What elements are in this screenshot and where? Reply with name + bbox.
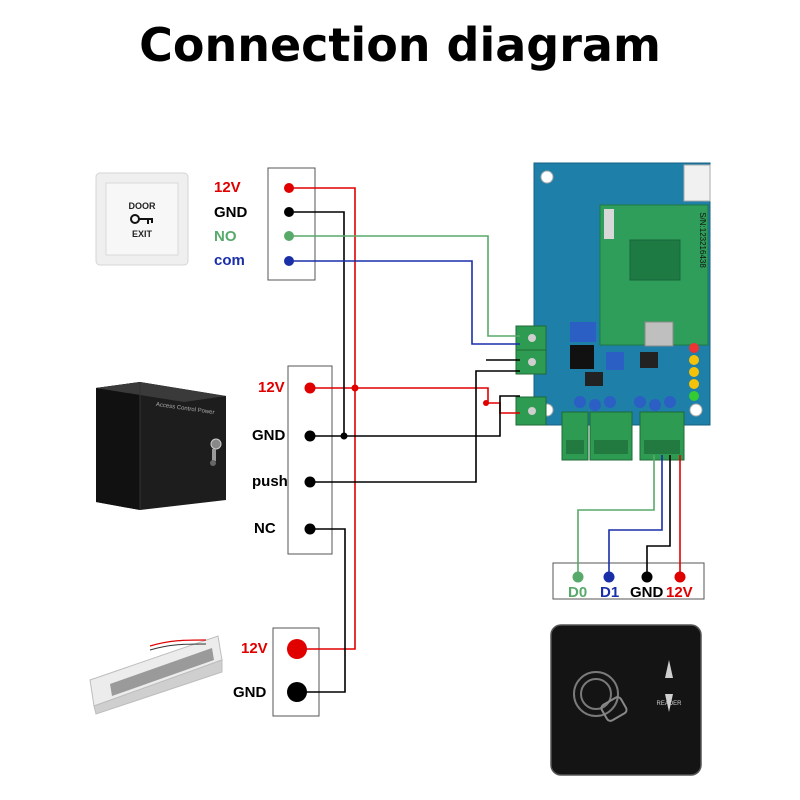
card-reader-device: READER (550, 624, 702, 776)
exit-button-device: DOOR EXIT (95, 172, 189, 266)
psu-terminal-nc-dot (304, 523, 316, 535)
power-supply-device: Access Control Power (96, 382, 226, 510)
magnetic-lock-device (89, 635, 223, 715)
exit-label-com: com (214, 252, 245, 269)
wire-green-no (289, 235, 520, 337)
reader-label-gnd: GND (630, 584, 664, 601)
junction-red-small (483, 400, 489, 406)
junction-black (340, 432, 348, 440)
junction-red (351, 384, 359, 392)
psu-terminal-12v-dot (304, 382, 316, 394)
psu-label-gnd: GND (252, 427, 286, 444)
psu-label-nc: NC (254, 520, 276, 537)
exit-button-text-exit: EXIT (132, 229, 153, 239)
reader-label-d0: D0 (568, 584, 588, 601)
psu-terminal-push-dot (304, 476, 316, 488)
exit-terminal-com-dot (284, 256, 294, 266)
exit-label-12v: 12V (214, 179, 241, 196)
exit-label-no: NO (214, 228, 237, 245)
exit-button-text-door: DOOR (129, 201, 157, 211)
reader-brand-text: READER (656, 701, 682, 707)
wire-black-psu-gnd (310, 395, 520, 437)
lock-key-icon (210, 438, 222, 466)
lock-terminal-12v-dot (287, 639, 307, 659)
psu-terminal-gnd-dot (304, 430, 316, 442)
lock-terminal-gnd-dot (287, 682, 307, 702)
lock-label-gnd: GND (233, 684, 267, 701)
wire-black-exit-gnd (289, 211, 345, 436)
controller-serial: S/N:123216438 (698, 212, 707, 268)
reader-label-d1: D1 (600, 584, 620, 601)
controller-board: S/N:123216438 (515, 162, 711, 461)
rfid-hand-icon (573, 671, 628, 722)
psu-label-12v: 12V (258, 379, 285, 396)
wire-red-psu-controller (310, 387, 520, 414)
reader-terminal-d0-dot (572, 571, 584, 583)
exit-terminal-gnd-dot (284, 207, 294, 217)
wires (289, 187, 681, 693)
wire-green-d0 (577, 455, 655, 576)
wire-black-nc-lock (297, 528, 346, 693)
reader-terminal-12v-dot (674, 571, 686, 583)
exit-terminal-no-dot (284, 231, 294, 241)
exit-label-gnd: GND (214, 204, 248, 221)
page-title: Connection diagram (139, 18, 661, 72)
reader-terminal-gnd-dot (641, 571, 653, 583)
key-icon (130, 214, 153, 224)
wire-blue-d1 (608, 455, 663, 576)
exit-terminal-12v-dot (284, 183, 294, 193)
lock-label-12v: 12V (241, 640, 268, 657)
wire-red-12v-bus (289, 187, 356, 650)
reader-terminal-d1-dot (603, 571, 615, 583)
power-supply-terminal-box (287, 365, 333, 555)
wire-black-push (310, 370, 520, 483)
psu-label-push: push (252, 473, 288, 490)
wire-blue-com (289, 260, 520, 345)
reader-label-12v: 12V (666, 584, 693, 601)
wire-black-gnd (646, 455, 671, 576)
